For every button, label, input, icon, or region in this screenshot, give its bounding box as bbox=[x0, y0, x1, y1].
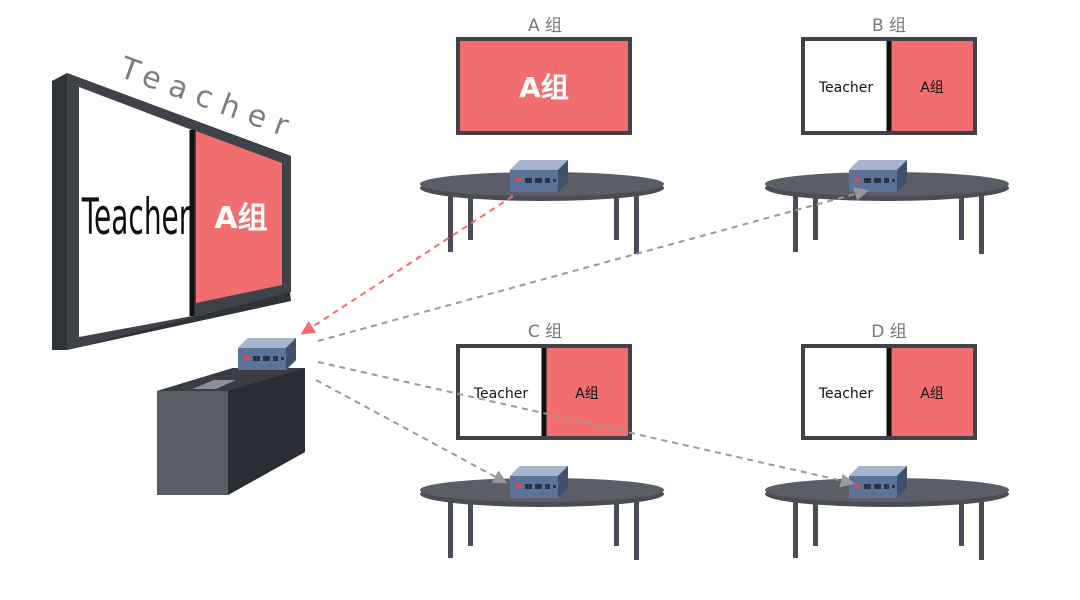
group-c-box bbox=[510, 466, 568, 498]
teacher-podium bbox=[157, 368, 305, 495]
main-screen-left-label: Teacher bbox=[81, 187, 191, 246]
arrow-teacher-to-group-c bbox=[315, 379, 508, 484]
group-a-screen: A组 bbox=[456, 37, 632, 135]
group-d-screen-left: Teacher bbox=[818, 386, 874, 402]
group-d-screen-right: A组 bbox=[920, 386, 944, 402]
teacher-box bbox=[238, 338, 296, 370]
arrow-teacher-to-group-b bbox=[317, 187, 869, 342]
group-a-label: A 组 bbox=[528, 16, 562, 36]
group-d-box bbox=[849, 466, 907, 498]
group-b-screen: Teacher A组 bbox=[801, 37, 977, 135]
arrow-teacher-to-group-d bbox=[317, 361, 855, 488]
arrow-group-a-to-teacher bbox=[300, 195, 514, 335]
group-c-label: C 组 bbox=[528, 322, 562, 342]
group-a-screen-label: A组 bbox=[519, 71, 569, 104]
main-screen: Teacher A组 bbox=[52, 73, 291, 350]
group-d-screen: Teacher A组 bbox=[801, 344, 977, 440]
group-b-screen-left: Teacher bbox=[818, 80, 874, 96]
group-a-box bbox=[510, 160, 568, 192]
group-c-screen-left: Teacher bbox=[473, 386, 529, 402]
group-d-label: D 组 bbox=[871, 322, 907, 342]
group-c-screen-right: A组 bbox=[575, 386, 599, 402]
group-c-screen: Teacher A组 bbox=[456, 344, 632, 440]
group-b-box bbox=[849, 160, 907, 192]
group-b-screen-right: A组 bbox=[920, 80, 944, 96]
main-screen-right-label: A组 bbox=[214, 201, 267, 236]
group-b-label: B 组 bbox=[872, 16, 906, 36]
